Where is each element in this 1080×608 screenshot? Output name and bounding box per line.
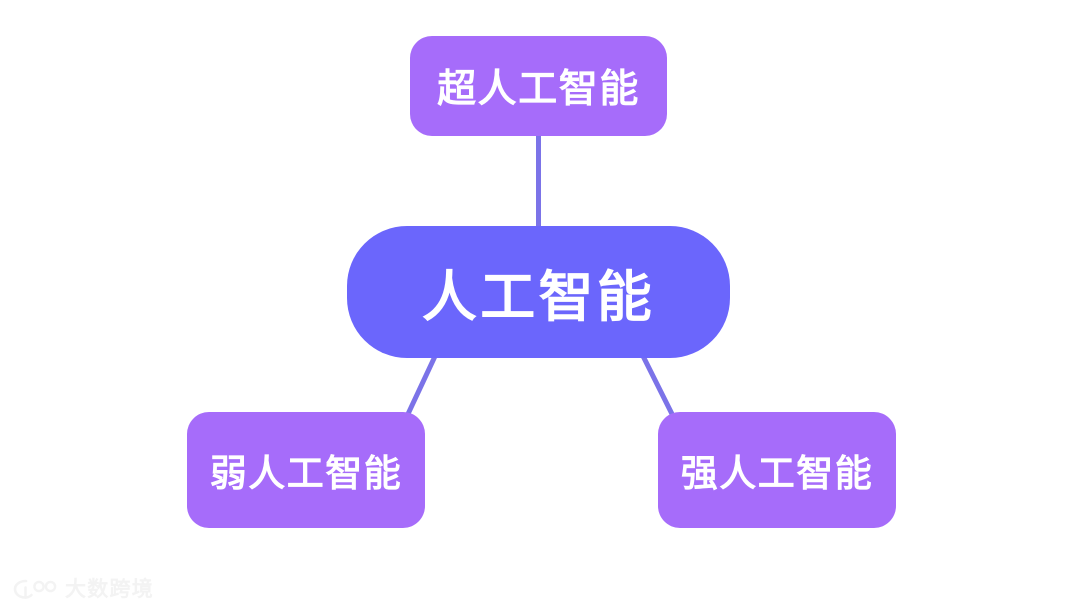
- edge-root-to-strong: [638, 349, 675, 417]
- edge-root-to-weak: [405, 349, 440, 417]
- node-weak-ai[interactable]: 弱人工智能: [187, 412, 425, 528]
- watermark-text: 大数跨境: [65, 577, 155, 601]
- node-artificial-intelligence[interactable]: 人工智能: [347, 226, 730, 358]
- watermark: 大数跨境: [12, 578, 154, 600]
- node-super-ai[interactable]: 超人工智能: [410, 36, 667, 136]
- dashu-logo-icon: [12, 578, 58, 600]
- node-strong-ai[interactable]: 强人工智能: [658, 412, 896, 528]
